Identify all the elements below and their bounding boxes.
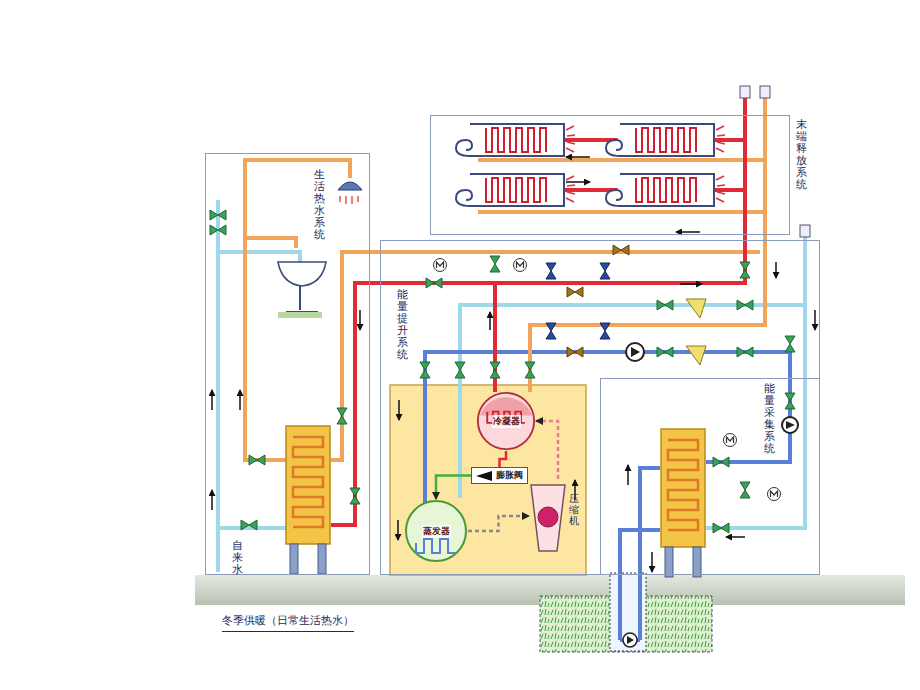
vessel-shell <box>478 393 534 449</box>
compressor-symbol <box>529 479 567 553</box>
component-label: 冷凝器 <box>492 415 521 428</box>
compressor-body <box>531 485 565 551</box>
valve-symbol <box>475 470 493 482</box>
refrigerant-line <box>436 476 471 500</box>
compressor-rotor <box>538 507 558 527</box>
vessel-shell <box>406 501 466 561</box>
system-label: 末端释放系统 <box>796 119 807 192</box>
system-label: 生活热水系统 <box>314 169 325 242</box>
component-circle: 冷凝器 <box>476 391 536 451</box>
coil <box>416 539 456 553</box>
system-region: 末端释放系统 <box>430 115 790 235</box>
component-label: 膨胀阀 <box>495 469 524 482</box>
refrigerant-line <box>468 516 529 531</box>
component-valve: 膨胀阀 <box>471 467 528 484</box>
component-comp: 压缩机 <box>529 479 587 553</box>
pipe-label: 自来水 <box>232 540 243 576</box>
component-label: 蒸发器 <box>422 525 451 538</box>
valve-wedge <box>476 471 492 481</box>
system-region: 生活热水系统 <box>205 153 370 575</box>
system-label: 能量提升系统 <box>397 289 408 362</box>
component-label: 压缩机 <box>569 493 579 526</box>
refrigerant-line <box>536 421 558 479</box>
system-region: 能量采集系统 <box>600 378 820 575</box>
caption: 冬季供暖（日常生活热水） <box>222 613 354 632</box>
refrigerant-line <box>500 451 507 467</box>
component-circle: 蒸发器 <box>404 499 468 563</box>
system-label: 能量采集系统 <box>764 383 775 456</box>
